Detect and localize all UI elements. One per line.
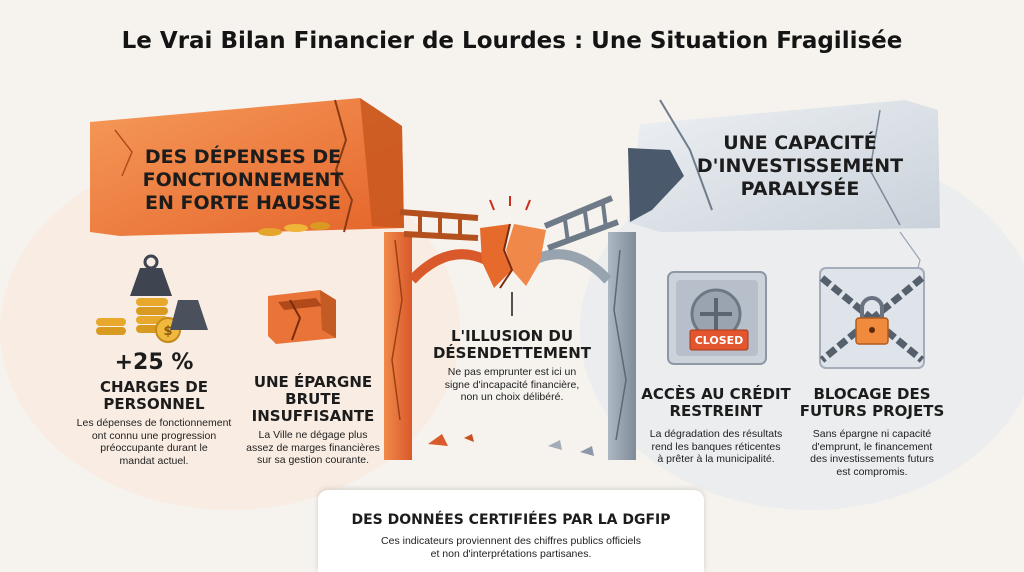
credit-text-1: La dégradation des résultats — [649, 428, 783, 440]
blocage-text-1: Sans épargne ni capacité — [812, 428, 932, 440]
footer-card: DES DONNÉES CERTIFIÉES PAR LA DGFIP Ces … — [318, 490, 704, 572]
left-block-line3: EN FORTE HAUSSE — [145, 192, 341, 214]
left-pillar — [384, 232, 493, 460]
broken-ladder-right — [543, 195, 620, 251]
closed-sign: CLOSED — [694, 334, 744, 347]
personnel-section: +25 % CHARGES DE PERSONNEL Les dépenses … — [64, 350, 244, 467]
credit-heading-1: ACCÈS AU CRÉDIT — [641, 385, 791, 403]
personnel-text-3: préoccupante durant le — [100, 442, 208, 454]
broken-keystone — [480, 196, 546, 316]
illusion-text-3: non un choix délibéré. — [460, 391, 564, 403]
credit-section: ACCÈS AU CRÉDIT RESTREINT La dégradation… — [626, 386, 806, 466]
blocage-text-4: est compromis. — [836, 465, 908, 478]
blocage-heading-1: BLOCAGE DES — [813, 385, 931, 403]
credit-text-2: rend les banques réticentes — [651, 440, 781, 453]
illusion-text-2: signe d'incapacité financière, — [444, 378, 580, 391]
svg-text:$: $ — [163, 324, 172, 339]
illusion-heading-1: L'ILLUSION DU — [450, 327, 574, 345]
personnel-heading-1: CHARGES DE — [99, 378, 208, 396]
footer-text-1: Ces indicateurs proviennent des chiffres… — [381, 535, 641, 547]
gray-block — [628, 99, 940, 301]
credit-text-3: à prêter à la municipalité. — [657, 453, 775, 465]
left-block-line2: FONCTIONNEMENT — [142, 169, 344, 191]
coin-stack-ledge — [258, 222, 330, 236]
illusion-section: L'ILLUSION DU DÉSENDETTEMENT Ne pas empr… — [424, 328, 600, 404]
right-block-line2: D'INVESTISSEMENT — [696, 155, 904, 177]
credit-heading-2: RESTREINT — [669, 402, 763, 420]
right-block-line3: PARALYSÉE — [740, 178, 860, 200]
footer-heading: DES DONNÉES CERTIFIÉES PAR LA DGFIP — [351, 512, 671, 528]
blocage-heading-2: FUTURS PROJETS — [799, 402, 945, 420]
weight-coins-icon: $ — [96, 254, 208, 343]
chained-lock-icon — [819, 267, 925, 369]
personnel-heading-2: PERSONNEL — [103, 395, 205, 413]
epargne-heading-3: INSUFFISANTE — [251, 407, 375, 425]
rubble — [428, 434, 448, 446]
epargne-heading-1: UNE ÉPARGNE — [253, 373, 373, 391]
epargne-section: UNE ÉPARGNE BRUTE INSUFFISANTE La Ville … — [228, 374, 398, 467]
epargne-text-1: La Ville ne dégage plus — [258, 429, 368, 441]
left-block-title: DES DÉPENSES DE FONCTIONNEMENT EN FORTE … — [108, 146, 378, 215]
personnel-text-4: mandat actuel. — [119, 454, 189, 467]
epargne-text-3: sur sa gestion courante. — [256, 454, 370, 466]
illusion-text-1: Ne pas emprunter est ici un — [447, 366, 577, 378]
footer-text-2: et non d'interprétations partisanes. — [430, 547, 592, 560]
personnel-text-1: Les dépenses de fonctionnement — [76, 417, 232, 429]
safe-icon — [667, 271, 767, 365]
epargne-text-2: assez de marges financières — [246, 441, 380, 454]
broken-box-icon — [268, 290, 336, 344]
blocage-section: BLOCAGE DES FUTURS PROJETS Sans épargne … — [786, 386, 958, 478]
blocage-text-3: des investissements futurs — [810, 453, 934, 465]
right-block-line1: UNE CAPACITÉ — [723, 132, 877, 154]
page-title: Le Vrai Bilan Financier de Lourdes : Une… — [121, 28, 903, 54]
orange-block — [90, 98, 404, 236]
left-block-line1: DES DÉPENSES DE — [144, 146, 342, 168]
personnel-text-2: ont connu une progression — [91, 429, 217, 442]
broken-ladder-left — [399, 209, 479, 241]
epargne-heading-2: BRUTE — [285, 390, 341, 408]
personnel-stat: +25 % — [114, 350, 194, 375]
right-block-title: UNE CAPACITÉ D'INVESTISSEMENT PARALYSÉE — [680, 132, 920, 201]
illusion-heading-2: DÉSENDETTEMENT — [432, 344, 591, 362]
blocage-text-2: d'emprunt, le financement — [811, 440, 933, 453]
